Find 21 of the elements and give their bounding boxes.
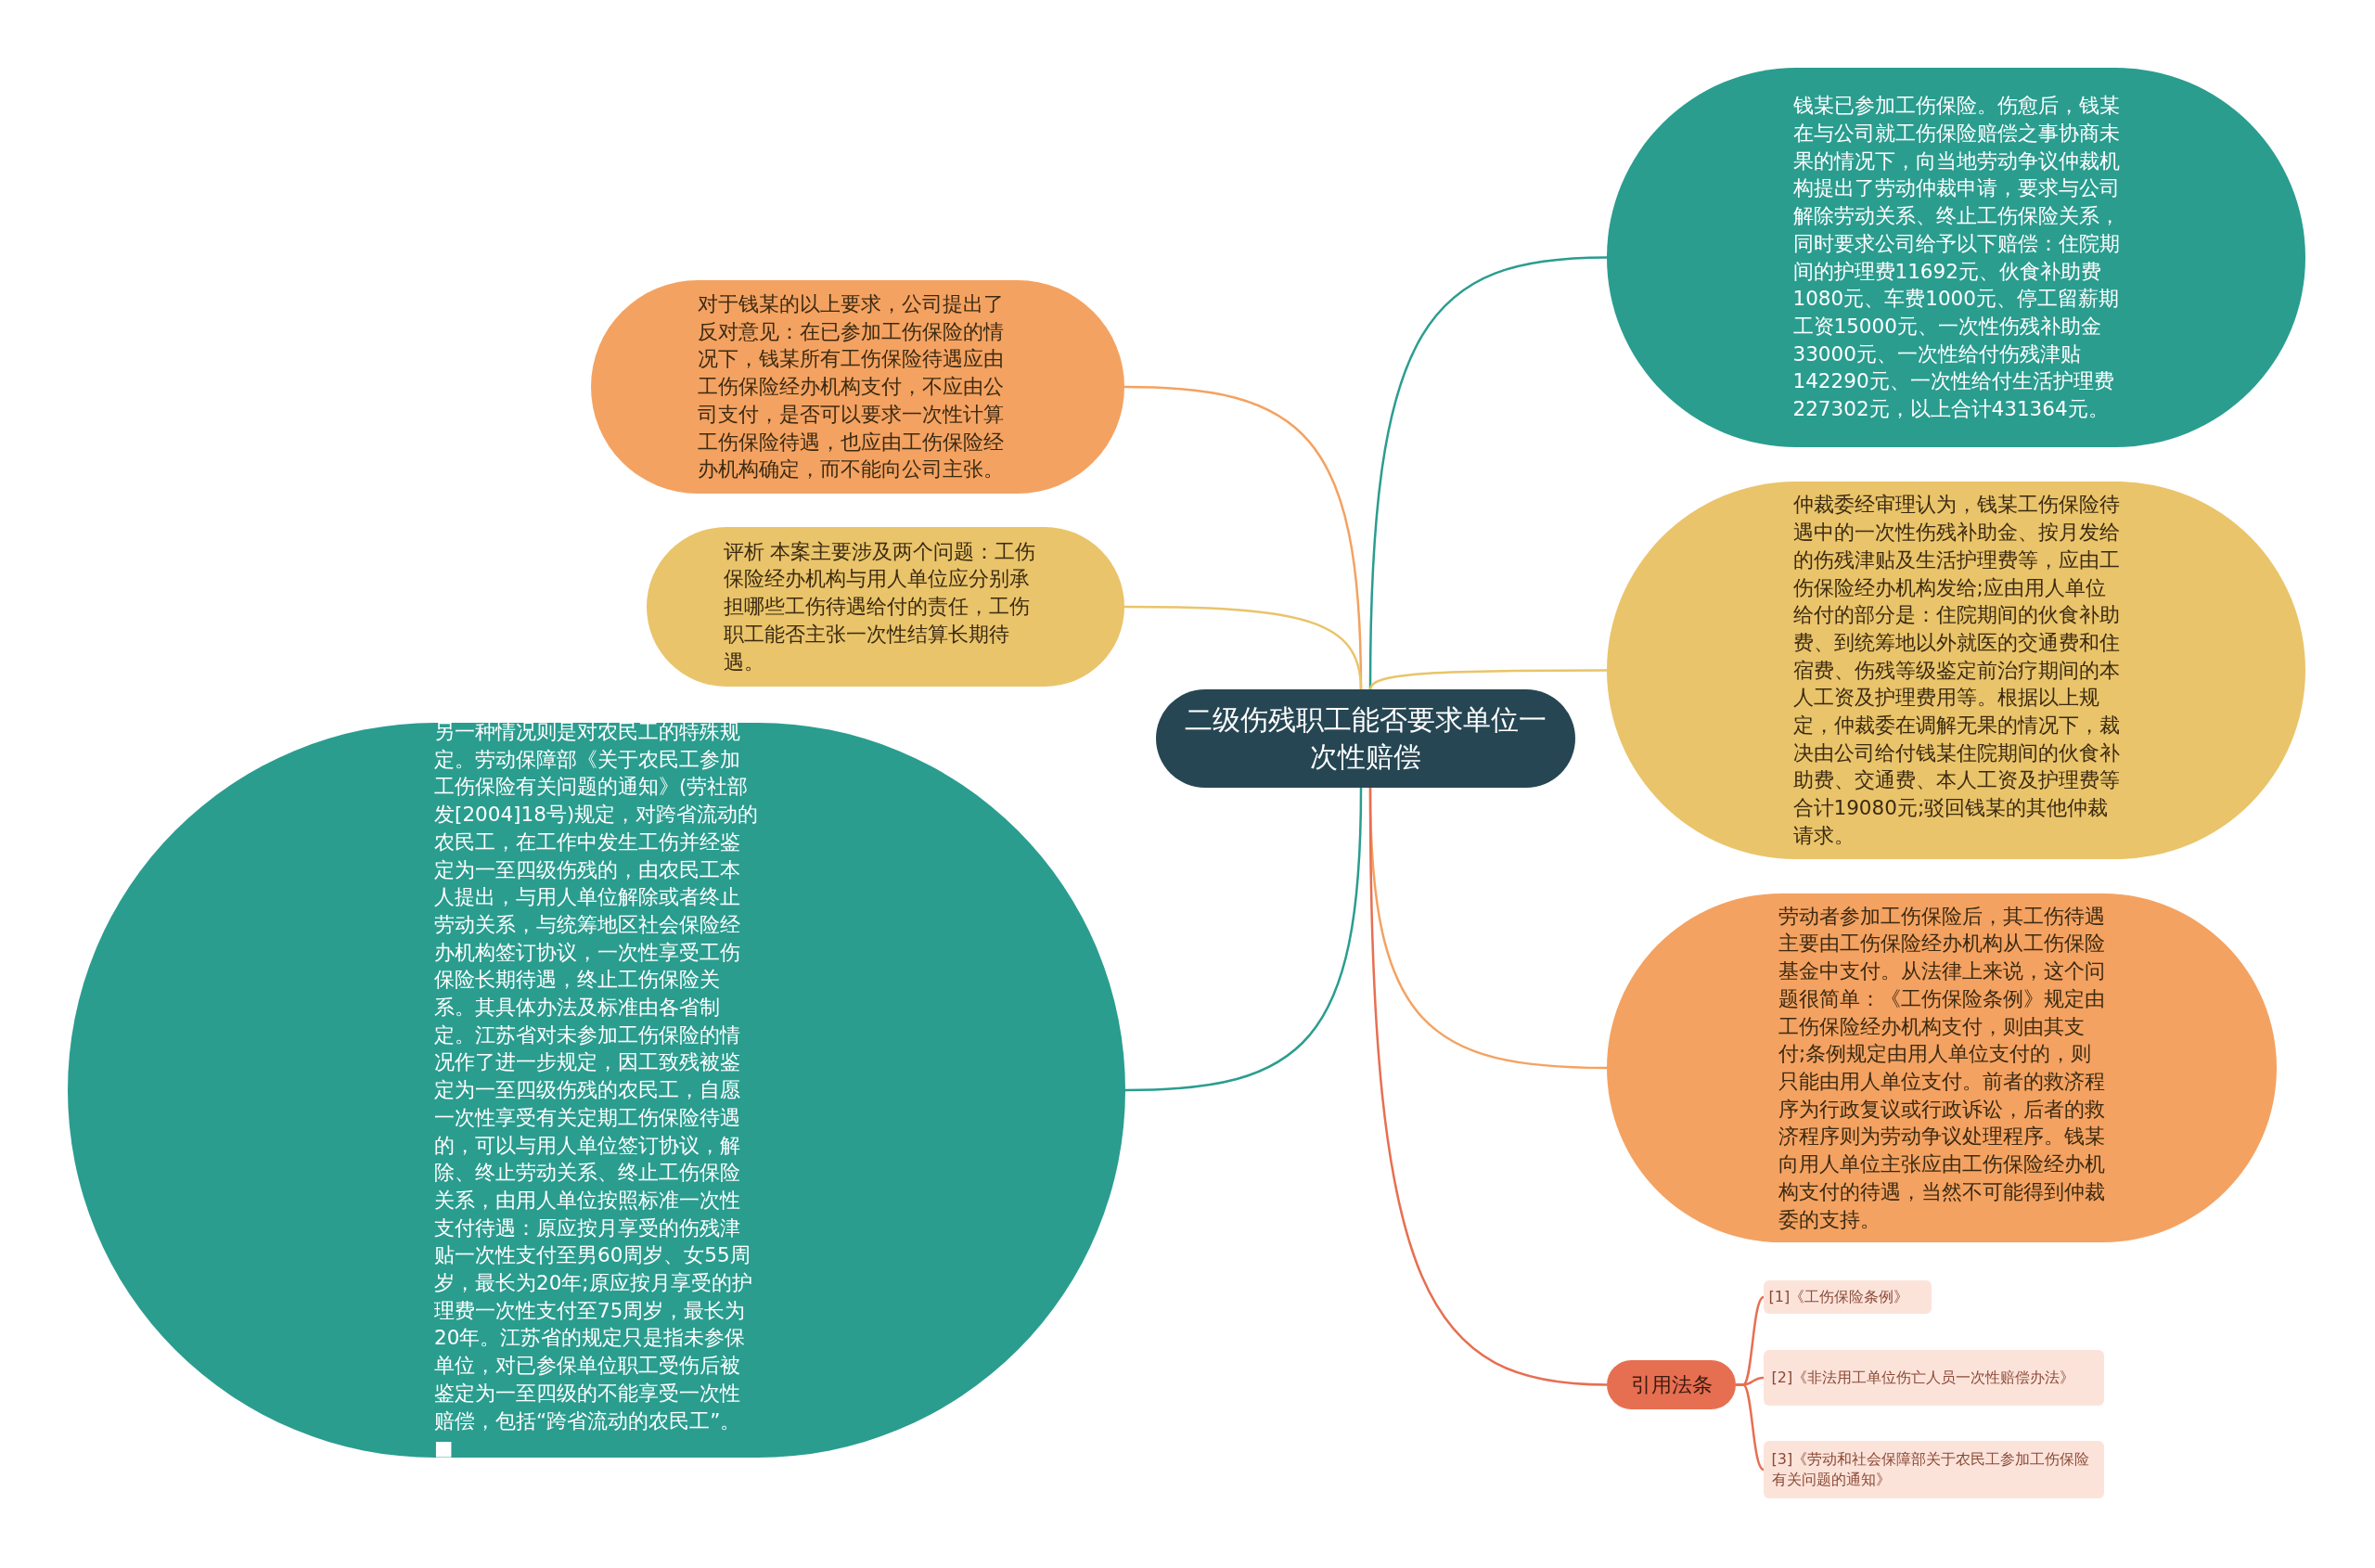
connector-line [1124,787,1363,1092]
category-tag [1607,1360,1736,1409]
reference-text: [3]《劳动和社会保障部关于农民工参加工伤保险有关问题的通知》 [1771,1449,2091,1490]
topic-title: 二级伤残职工能否要求单位一次性赔偿 [1185,702,1547,775]
bubble-text: 对于钱某的以上要求，公司提出了反对意见：在已参加工伤保险的情况下，钱某所有工伤保险待遇应由工伤保险经办机构支付，不应由公司支付，是否可以要求一次性计算工伤保险待遇，也应由工伤保险经办机构确定，而不能向公司主张。 [698,291,1005,483]
connector-line [1368,669,1607,690]
reference-tag [1764,1350,2104,1406]
connector-line [1736,1383,1765,1472]
bubble-text: 另一种情况则是对农民工的特殊规定。劳动保障部《关于农民工参加工伤保险有关问题的通知》(劳社部发[2004]18号)规定，对跨省流动的农民工，在工作中发生工伤并经鉴定为一至四级伤残的，由农民工本人提出，与用人单位解除或者终止劳动关系，与统筹地区社会保险经办机构签订协议，一次性享受工伤保险长期待遇，终止工伤保险关系。其具体办法及标准由各省制定。江苏省对未参加工伤保险的情况作了进一步规定，因工致残被鉴定为一至四级伤残的农民工，自愿一次性享受有关定期工伤保险待遇的，可以与用人单位签订协议，解除、终止劳动关系、终止工伤保险关系，由用人单位按照标准一次性支付待遇：原应按月享受的伤残津贴一次性支付至男60周岁、女55周岁，最长为20年;原应按月享受的护理费一次性支付至75周岁，最长为20年。江苏省的规定只是指未参保单位，对已参保单位职工受伤后被鉴定为一至四级的不能享受一次性赔偿，包括“跨省流动的农民工”。■ [434,719,759,1462]
bubble-text: 引用法条 [1629,1371,1714,1398]
reference-text: [2]《非法用工单位伤亡人员一次性赔偿办法》 [1771,1368,2076,1388]
connector-line [1368,788,1608,1386]
connector-line [1124,605,1363,690]
reference-tag [1764,1441,2104,1498]
bubble-text: 钱某已参加工伤保险。伤愈后，钱某在与公司就工伤保险赔偿之事协商未果的情况下，向当地劳动争议仲裁机构提出了劳动仲裁申请，要求与公司解除劳动关系、终止工伤保险关系，同时要求公司给予以下赔偿：住院期间的护理费11692元、伙食补助费1080元、车费1000元、停工留薪期工资15000元、一次性伤残补助金33000元、一次性给付伤残津贴142290元、一次性给付生活护理费227302元，以上合计431364元。 [1792,93,2120,422]
bubble-text: 评析 本案主要涉及两个问题：工伤保险经办机构与用人单位应分别承担哪些工伤待遇给付的责任，工伤职工能否主张一次性结算长期待遇。 [723,538,1037,675]
reference-text: [1]《工伤保险条例》 [1768,1287,1910,1307]
bubble-text: 劳动者参加工伤保险后，其工伤待遇主要由工伤保险经办机构从工伤保险基金中支付。从法律上来说，这个问题很简单：《工伤保险条例》规定由工伤保险经办机构支付，则由其支付;条例规定由用人单位支付的，则只能由用人单位支付。前者的救济程序为行政复议或行政诉讼，后者的救济程序则为劳动争议处理程序。钱某向用人单位主张应由工伤保险经办机构支付的待遇，当然不可能得到仲裁委的支持。 [1778,903,2105,1233]
connector-line [1368,256,1608,689]
reference-tag [1764,1280,1932,1314]
bubble-text: 仲裁委经审理认为，钱某工伤保险待遇中的一次性伤残补助金、按月发给的伤残津贴及生活护理费等，应由工伤保险经办机构发给;应由用人单位给付的部分是：住院期间的伙食补助费、到统筹地以外就医的交通费和住宿费、伤残等级鉴定前治疗期间的本人工资及护理费用等。根据以上规定，仲裁委在调解无果的情况下，裁决由公司给付钱某住院期间的伙食补助费、交通费、本人工资及护理费等合计19080元;驳回钱某的其他仲裁请求。 [1792,492,2120,849]
